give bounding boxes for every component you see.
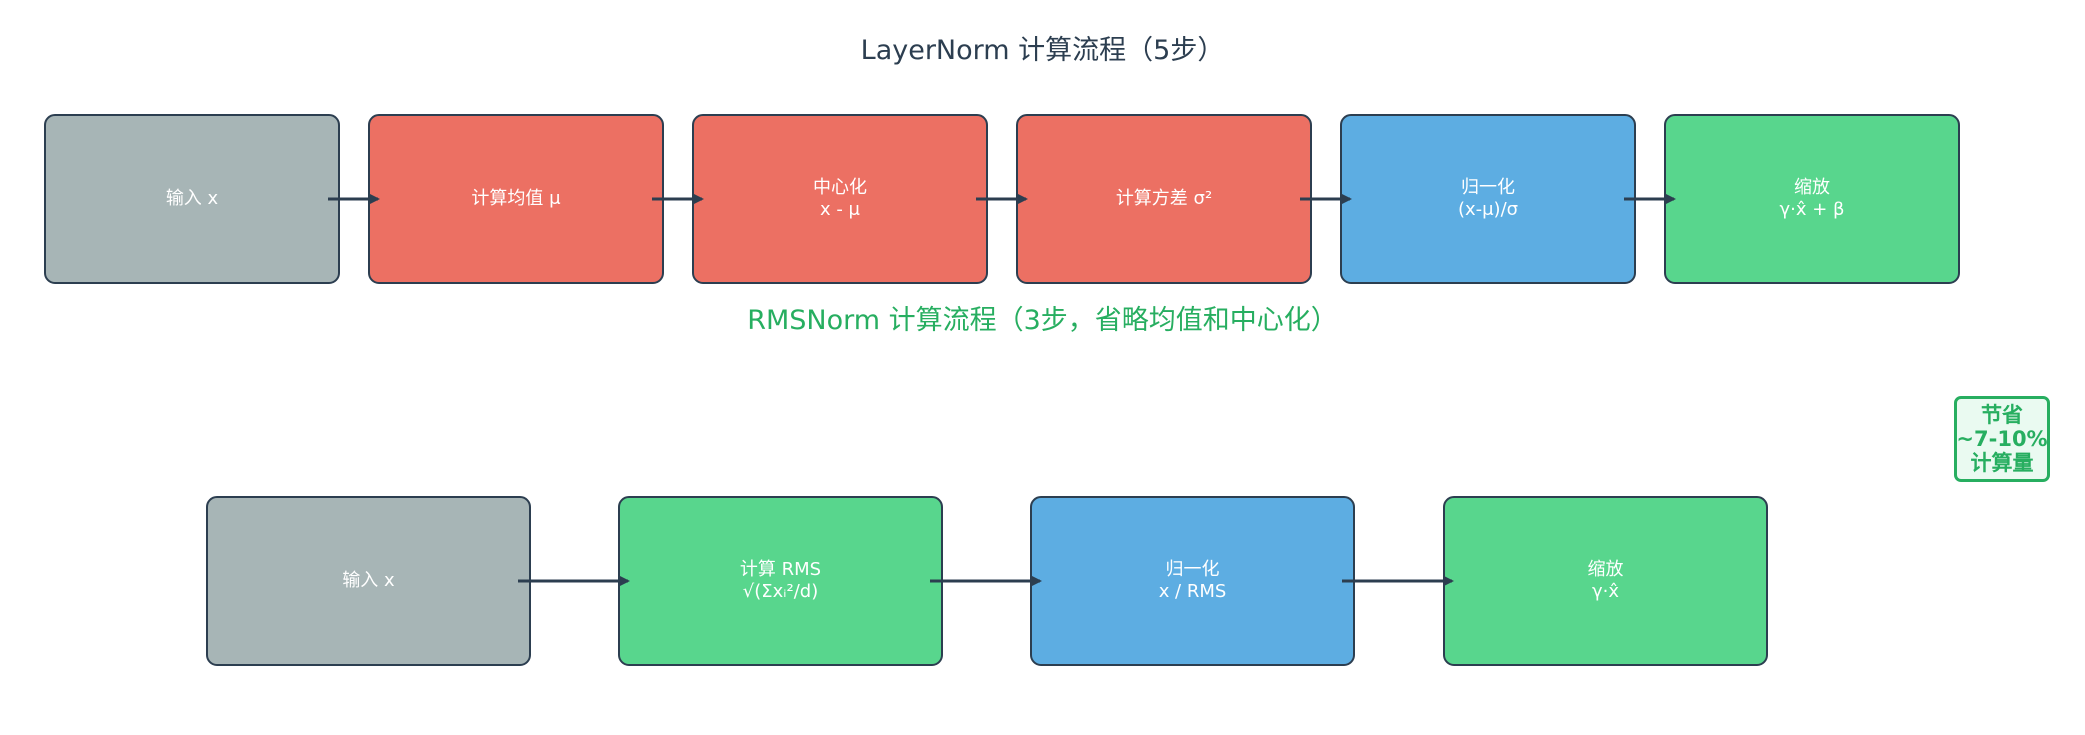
savings-badge-line1: 节省	[1981, 403, 2023, 427]
rmsnorm-step-normalize-label: 归一化	[1165, 559, 1220, 580]
layernorm-title: LayerNorm 计算流程（5步）	[860, 35, 1225, 66]
rmsnorm-step-normalize-formula: x / RMS	[1158, 581, 1227, 602]
layernorm-step-input: 输入 x	[44, 114, 340, 284]
layernorm-step-center-label: 中心化	[813, 177, 867, 198]
rmsnorm-step-rms: 计算 RMS √(Σxᵢ²/d)	[618, 496, 943, 666]
rmsnorm-step-rms-label: 计算 RMS	[739, 559, 822, 580]
rmsnorm-step-scale-label: 缩放	[1587, 559, 1624, 580]
savings-badge: 节省 ~7-10% 计算量	[1954, 396, 2050, 482]
layernorm-step-scale-formula: γ·x̂ + β	[1779, 199, 1845, 220]
layernorm-step-mean-label: 计算均值 μ	[471, 188, 561, 209]
layernorm-step-center: 中心化 x - μ	[692, 114, 988, 284]
layernorm-step-mean: 计算均值 μ	[368, 114, 664, 284]
rmsnorm-step-input: 输入 x	[206, 496, 531, 666]
savings-badge-line2: ~7-10%	[1956, 427, 2048, 451]
rmsnorm-step-input-label: 输入 x	[342, 570, 395, 591]
layernorm-step-normalize: 归一化 (x-μ)/σ	[1340, 114, 1636, 284]
layernorm-step-variance: 计算方差 σ²	[1016, 114, 1312, 284]
savings-badge-line3: 计算量	[1970, 451, 2034, 475]
rmsnorm-step-scale: 缩放 γ·x̂	[1443, 496, 1768, 666]
layernorm-step-scale: 缩放 γ·x̂ + β	[1664, 114, 1960, 284]
rmsnorm-step-normalize: 归一化 x / RMS	[1030, 496, 1355, 666]
rmsnorm-step-scale-formula: γ·x̂	[1591, 581, 1620, 602]
layernorm-step-normalize-formula: (x-μ)/σ	[1457, 199, 1519, 220]
layernorm-step-normalize-label: 归一化	[1461, 177, 1515, 198]
layernorm-step-input-label: 输入 x	[165, 188, 219, 209]
layernorm-step-center-formula: x - μ	[819, 199, 861, 220]
layernorm-step-scale-label: 缩放	[1794, 177, 1830, 198]
rmsnorm-title: RMSNorm 计算流程（3步，省略均值和中心化）	[747, 305, 1338, 336]
rmsnorm-step-rms-formula: √(Σxᵢ²/d)	[742, 581, 819, 602]
layernorm-step-variance-label: 计算方差 σ²	[1115, 188, 1213, 209]
